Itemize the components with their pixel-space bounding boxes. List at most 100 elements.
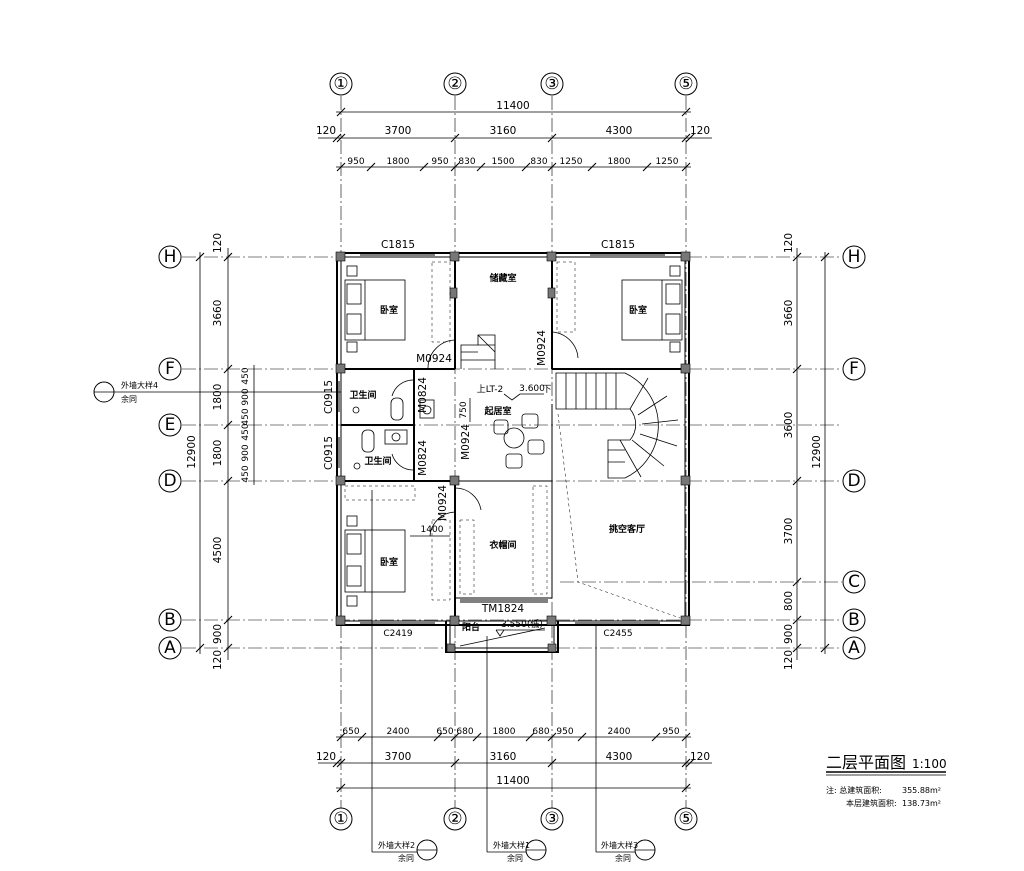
dim-right-detail-3: 3700 bbox=[783, 518, 795, 545]
wall-detail-4-yutong: 余同 bbox=[121, 394, 137, 404]
axis-label-2-top: ② bbox=[447, 74, 462, 94]
dim-bottom-detail-4: 1800 bbox=[493, 727, 516, 737]
column bbox=[680, 615, 691, 626]
axis-label-h-right: H bbox=[848, 247, 861, 267]
door-tm1824: TM1824 bbox=[481, 603, 525, 615]
dim-left-small-1: 900 bbox=[241, 388, 251, 405]
annotations: 上LT-2 3.600 下 750 1400 3.550(低) bbox=[410, 384, 552, 647]
dim-top-mid-3: 4300 bbox=[606, 125, 633, 137]
window-c1815-left: C1815 bbox=[381, 239, 415, 251]
dim-top-mid-1: 3700 bbox=[385, 125, 412, 137]
dim-bottom-total: 11400 bbox=[496, 775, 529, 787]
axis-label-3-bottom: ③ bbox=[544, 809, 559, 829]
wall-detail-1: 外墙大样1 bbox=[493, 840, 530, 850]
interior-walls bbox=[341, 257, 686, 620]
door-m0924-a: M0924 bbox=[416, 353, 452, 365]
stair-straight bbox=[460, 334, 496, 369]
dim-bottom-detail-2: 650 bbox=[436, 727, 453, 737]
floor-area-value: 138.73m² bbox=[902, 799, 941, 808]
drain-top bbox=[352, 406, 360, 414]
dim-right-detail-4: 800 bbox=[783, 591, 795, 611]
detail-callouts: 外墙大样4 余同 外墙大样2 余同 外墙大样1 余同 外墙大样3 余同 bbox=[93, 380, 656, 863]
column bbox=[446, 643, 456, 653]
dim-left-small-4: 900 bbox=[241, 444, 251, 461]
total-area-label: 注: 总建筑面积: bbox=[826, 785, 882, 795]
door-swing bbox=[391, 453, 415, 471]
dim-right-detail-5: 900 bbox=[783, 624, 795, 644]
dim-top-detail-1: 1800 bbox=[387, 157, 410, 167]
dim-left-small-3: 450 bbox=[241, 423, 251, 440]
armchair bbox=[493, 419, 509, 435]
axis-label-f-right: F bbox=[849, 359, 859, 379]
dim-top-detail-5: 830 bbox=[530, 157, 547, 167]
axis-lines bbox=[182, 96, 842, 808]
axis-label-b-right: B bbox=[848, 610, 860, 630]
columns bbox=[335, 251, 691, 653]
room-living: 起居室 bbox=[483, 405, 511, 417]
dim-bottom-mid-1: 3700 bbox=[385, 751, 412, 763]
axis-label-a-left: A bbox=[164, 638, 176, 658]
dimension-right: 120 3660 3600 3700 800 900 120 12900 bbox=[783, 233, 830, 670]
armchair bbox=[527, 439, 545, 455]
bed-sw bbox=[344, 529, 406, 593]
axis-label-3-top: ③ bbox=[544, 74, 559, 94]
window-c2419: C2419 bbox=[383, 629, 412, 639]
room-void-hall: 挑空客厅 bbox=[609, 523, 645, 535]
dim-top-mid-4: 120 bbox=[690, 125, 710, 137]
column bbox=[449, 615, 460, 626]
column bbox=[449, 287, 458, 299]
bed-nw bbox=[344, 279, 406, 341]
door-m0824-a: M0824 bbox=[417, 377, 429, 413]
dimension-top: 11400 120 3700 3160 4300 120 950 1800 95… bbox=[316, 100, 712, 172]
furniture bbox=[344, 261, 683, 607]
axis-label-5-top: ⑤ bbox=[678, 74, 693, 94]
dim-top-mid-2: 3160 bbox=[490, 125, 517, 137]
doors: M0924 M0924 M0824 M0824 M0924 M0924 TM18… bbox=[391, 330, 579, 615]
door-m0924-b: M0924 bbox=[536, 330, 548, 366]
room-closet: 衣帽间 bbox=[489, 539, 516, 551]
dim-top-mid-0: 120 bbox=[316, 125, 336, 137]
axis-bubbles-top: ① ② ③ ⑤ bbox=[329, 72, 698, 96]
dim-left-detail-2: 1800 bbox=[212, 384, 224, 411]
column bbox=[680, 475, 691, 486]
stairs bbox=[460, 334, 681, 619]
dim-right-detail-0: 120 bbox=[783, 233, 795, 253]
stair-spiral bbox=[555, 372, 659, 479]
sink-bottom bbox=[384, 429, 408, 445]
dimension-bottom: 650 2400 650 680 1800 680 950 2400 950 1… bbox=[316, 727, 712, 793]
dim-left-detail-4: 4500 bbox=[212, 537, 224, 564]
door-swing bbox=[429, 511, 456, 537]
dim-top-detail-0: 950 bbox=[347, 157, 364, 167]
axis-bubbles-right: H F D C B A bbox=[842, 245, 866, 660]
sink-top bbox=[419, 399, 435, 419]
dim-bottom-detail-5: 680 bbox=[532, 727, 549, 737]
door-swing bbox=[391, 379, 415, 397]
dim-right-detail-2: 3600 bbox=[783, 412, 795, 439]
column bbox=[680, 251, 691, 262]
column bbox=[449, 251, 460, 262]
dimension-left: 120 3660 1800 1800 4500 900 120 450 900 … bbox=[186, 233, 255, 670]
axis-label-h-left: H bbox=[164, 247, 177, 267]
void-outline bbox=[557, 413, 681, 619]
dim-left-small-2: 450 bbox=[241, 408, 251, 425]
dim-bottom-detail-3: 680 bbox=[456, 727, 473, 737]
room-balcony: 阳台 bbox=[462, 621, 480, 633]
dim-top-detail-8: 1250 bbox=[656, 157, 679, 167]
dim-left-total: 12900 bbox=[186, 435, 198, 468]
dim-top-total: 11400 bbox=[496, 100, 529, 112]
armchair bbox=[505, 453, 523, 469]
room-bedroom-ne: 卧室 bbox=[629, 304, 647, 316]
dim-bottom-mid-3: 4300 bbox=[606, 751, 633, 763]
wall-detail-2: 外墙大样2 bbox=[378, 840, 415, 850]
wardrobe-nw bbox=[431, 261, 451, 343]
axis-label-b-left: B bbox=[164, 610, 176, 630]
wall-detail-1-yutong: 余同 bbox=[507, 853, 523, 863]
balcony-elevation: 3.550(低) bbox=[501, 618, 543, 630]
drawing-scale: 1:100 bbox=[912, 757, 947, 771]
bed-ne bbox=[621, 279, 683, 341]
window-c2455: C2455 bbox=[603, 629, 632, 639]
wall-detail-4: 外墙大样4 bbox=[121, 380, 158, 390]
dim-top-detail-2: 950 bbox=[431, 157, 448, 167]
axis-label-1-top: ① bbox=[333, 74, 348, 94]
wall-detail-3-yutong: 余同 bbox=[615, 853, 631, 863]
